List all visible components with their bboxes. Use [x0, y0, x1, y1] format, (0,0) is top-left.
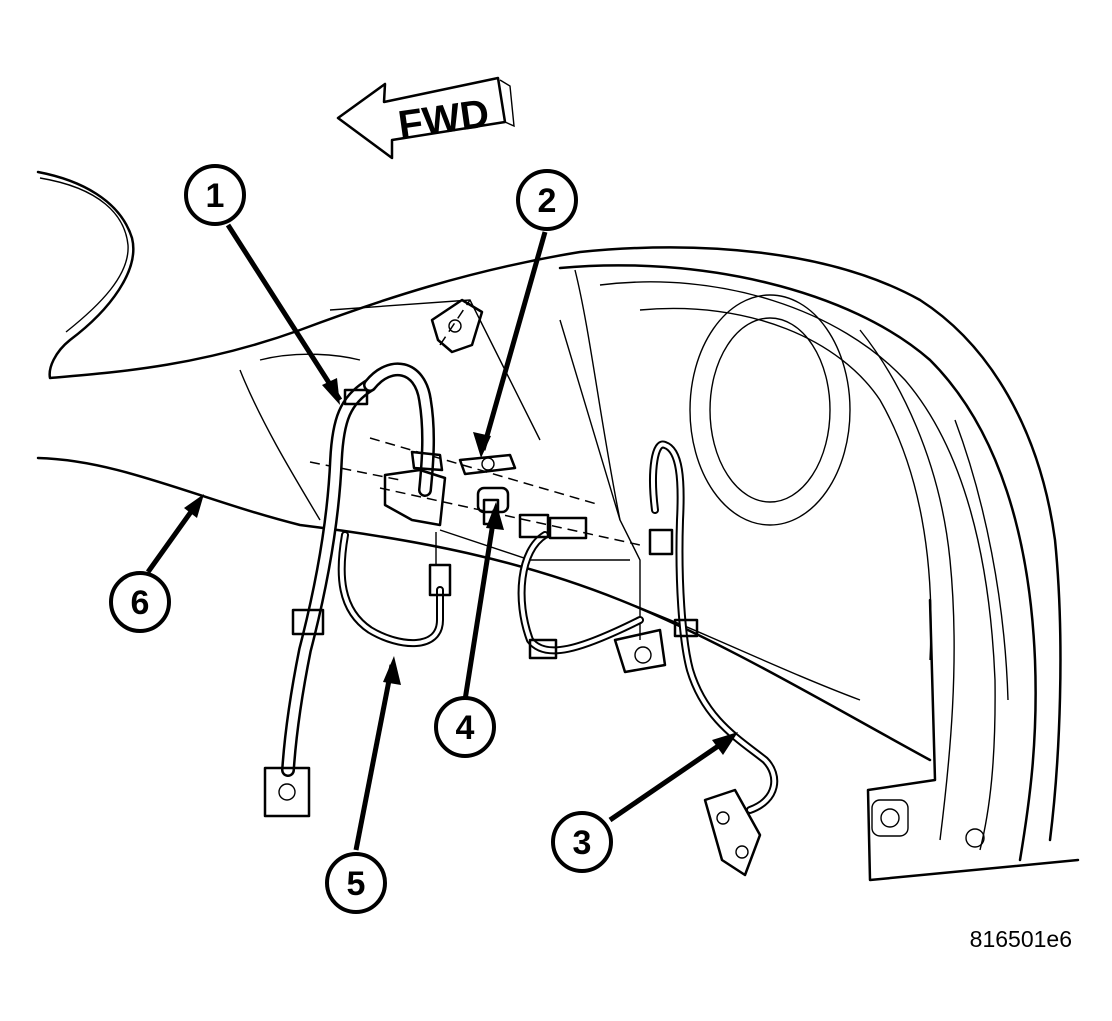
forward-direction-arrow: FWD [336, 76, 515, 160]
callout-4: 4 [434, 696, 496, 758]
callout-5-label: 5 [347, 865, 366, 903]
callout-3: 3 [551, 811, 613, 873]
wheel-speed-sensor-cable [517, 440, 779, 877]
callout-1: 1 [184, 164, 246, 226]
leader-6-arrowhead [184, 494, 204, 518]
fender-outline [36, 170, 1062, 842]
leader-4-arrowhead [486, 502, 504, 530]
fwd-label: FWD [396, 91, 492, 147]
hose-mount-bracket [383, 450, 517, 527]
callout-4-label: 4 [456, 709, 475, 747]
leader-1-arrowhead [322, 378, 340, 405]
leader-3-arrowhead [712, 732, 738, 755]
callout-3-label: 3 [573, 824, 592, 862]
callout-6: 6 [109, 571, 171, 633]
callout-2-label: 2 [538, 182, 557, 220]
callout-2: 2 [516, 169, 578, 231]
lower-body-panel [36, 456, 1080, 882]
leader-2-arrowhead [473, 432, 491, 458]
wheel-well [558, 264, 1037, 862]
hose-bracket-detached [430, 298, 484, 354]
callout-6-label: 6 [131, 584, 150, 622]
callout-5: 5 [325, 852, 387, 914]
brake-tube [337, 531, 452, 648]
leader-5-arrowhead [383, 656, 401, 685]
brake-hose [263, 362, 436, 818]
callout-1-label: 1 [206, 177, 225, 215]
leader-lines [145, 223, 738, 851]
figure-id: 816501e6 [970, 926, 1072, 952]
